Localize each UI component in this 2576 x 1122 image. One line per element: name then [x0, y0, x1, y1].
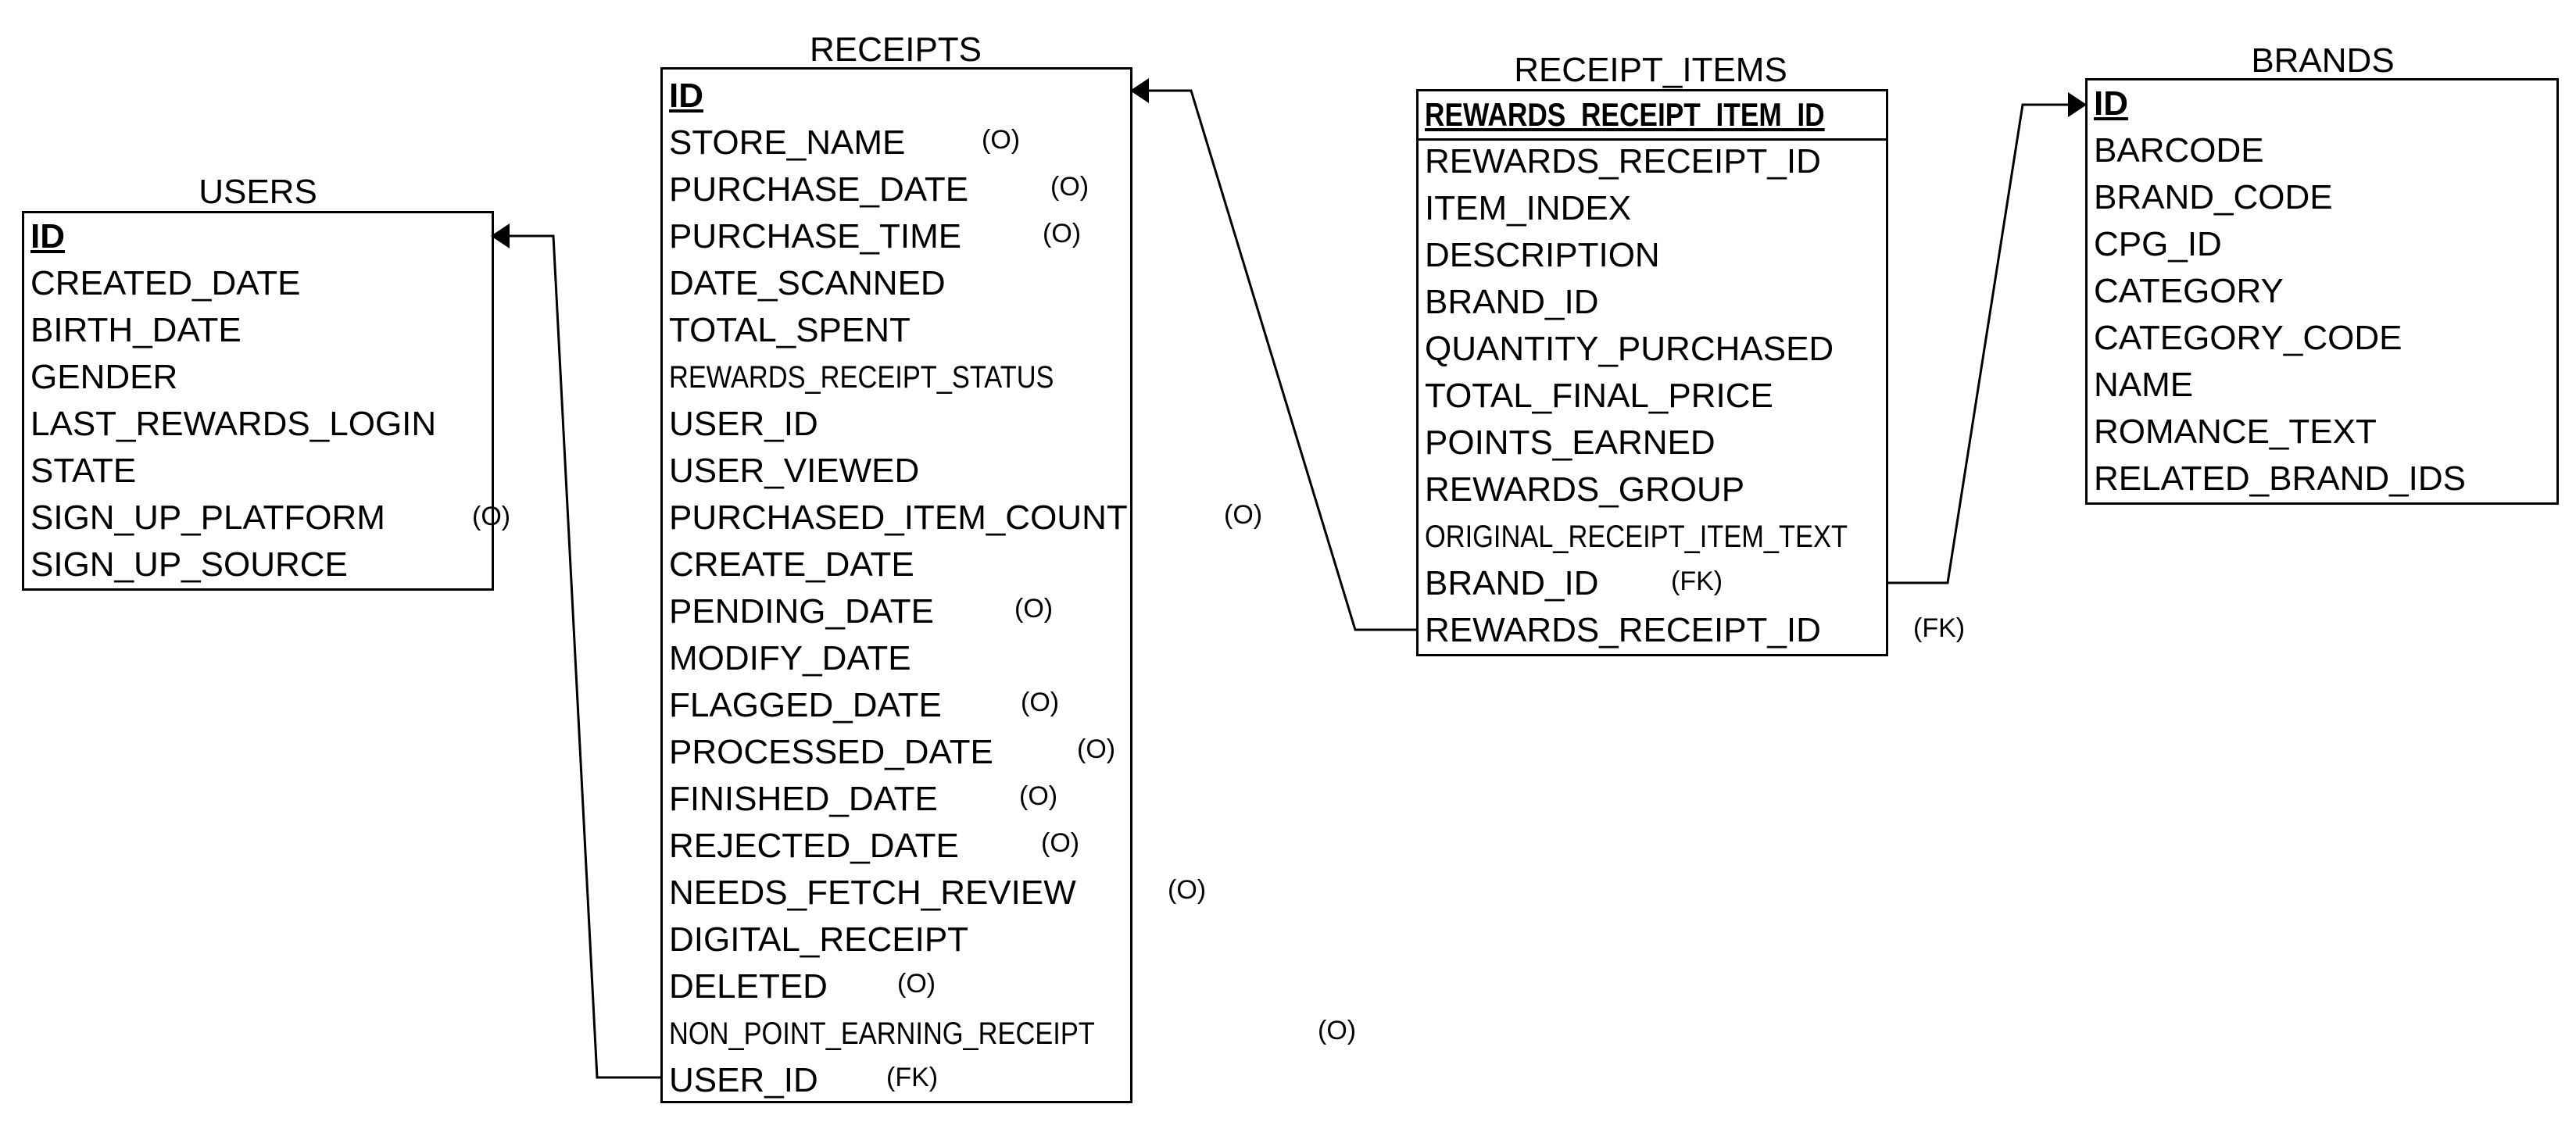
receipts-purchase-date-optional-tag: (O) — [1050, 172, 1089, 202]
receipt-items-col-rewards-receipt-item-id: REWARDS_RECEIPT_ITEM_ID — [1425, 96, 1825, 133]
receipt-items-rewards-receipt-id-fk-tag: (FK) — [1913, 613, 1966, 643]
receipts-non-point-earning-receipt-optional-tag: (O) — [1318, 1016, 1357, 1045]
receipts-flagged-date-optional-tag: (O) — [1021, 688, 1060, 717]
receipts-purchase-time-optional-tag: (O) — [1043, 219, 1082, 248]
receipts-col-store-name: STORE_NAME — [669, 123, 906, 162]
receipts-store-name-optional-tag: (O) — [982, 125, 1021, 155]
receipts-col-purchased-item-count: PURCHASED_ITEM_COUNT — [669, 498, 1128, 537]
receipts-col-modify-date: MODIFY_DATE — [669, 639, 911, 677]
brands-table[interactable]: ID BARCODE BRAND_CODE CPG_ID CATEGORY CA… — [2085, 78, 2559, 505]
receipt-items-col-points-earned: POINTS_EARNED — [1425, 423, 1716, 462]
receipt-items-table-title: RECEIPT_ITEMS — [1514, 51, 1787, 89]
receipts-col-flagged-date: FLAGGED_DATE — [669, 686, 942, 724]
receipts-col-non-point-earning-receipt: NON_POINT_EARNING_RECEIPT — [669, 1017, 1095, 1051]
receipts-table[interactable]: ID STORE_NAME PURCHASE_DATE PURCHASE_TIM… — [660, 67, 1132, 1103]
receipts-col-user-viewed: USER_VIEWED — [669, 452, 920, 490]
brands-col-brand-code: BRAND_CODE — [2094, 178, 2333, 216]
receipts-col-create-date: CREATE_DATE — [669, 545, 914, 584]
arrowhead-users-id — [491, 223, 510, 248]
receipts-col-purchase-time: PURCHASE_TIME — [669, 217, 962, 255]
brands-col-related-brand-ids: RELATED_BRAND_IDS — [2094, 459, 2466, 498]
receipts-deleted-optional-tag: (O) — [897, 969, 936, 999]
brands-col-romance-text: ROMANCE_TEXT — [2094, 413, 2377, 451]
brands-col-category: CATEGORY — [2094, 272, 2284, 310]
receipt-items-col-brand-id: BRAND_ID — [1425, 283, 1599, 321]
receipts-col-total-spent: TOTAL_SPENT — [669, 311, 911, 349]
receipts-col-date-scanned: DATE_SCANNED — [669, 264, 946, 302]
receipts-col-user-id: USER_ID — [669, 405, 818, 443]
receipts-finished-date-optional-tag: (O) — [1019, 781, 1058, 811]
arrowhead-receipts-id — [1130, 78, 1149, 103]
brands-col-barcode: BARCODE — [2094, 131, 2264, 170]
receipts-col-rejected-date: REJECTED_DATE — [669, 827, 959, 865]
receipt-items-col-total-final-price: TOTAL_FINAL_PRICE — [1425, 377, 1773, 415]
receipt-items-col-original-receipt-item-text: ORIGINAL_RECEIPT_ITEM_TEXT — [1425, 520, 1848, 554]
users-col-created-date: CREATED_DATE — [30, 264, 301, 302]
users-col-id: ID — [30, 217, 65, 255]
brands-col-category-code: CATEGORY_CODE — [2094, 319, 2402, 357]
users-col-last-rewards-login: LAST_REWARDS_LOGIN — [30, 405, 437, 443]
receipt-items-header-separator — [1419, 138, 1886, 141]
brands-table-title: BRANDS — [2251, 41, 2395, 80]
connector-receipts-user-id-to-users-id — [496, 234, 660, 1079]
receipts-pending-date-optional-tag: (O) — [1014, 594, 1054, 624]
receipts-table-title: RECEIPTS — [809, 30, 982, 69]
receipts-col-rewards-receipt-status: REWARDS_RECEIPT_STATUS — [669, 360, 1054, 395]
receipts-processed-date-optional-tag: (O) — [1077, 734, 1116, 764]
users-table[interactable]: ID CREATED_DATE BIRTH_DATE GENDER LAST_R… — [22, 211, 494, 591]
users-col-state: STATE — [30, 452, 137, 490]
receipt-items-col-rewards-group: REWARDS_GROUP — [1425, 470, 1745, 509]
receipt-items-col-rewards-receipt-id-fk: REWARDS_RECEIPT_ID — [1425, 611, 1821, 649]
arrowhead-brands-id — [2068, 92, 2087, 117]
receipts-col-finished-date: FINISHED_DATE — [669, 780, 938, 818]
receipts-user-id-fk-tag: (FK) — [886, 1063, 939, 1092]
receipts-col-user-id-fk: USER_ID — [669, 1061, 818, 1099]
receipt-items-col-brand-id-fk: BRAND_ID — [1425, 564, 1599, 602]
users-sign-up-platform-optional-tag: (O) — [472, 502, 511, 531]
receipts-col-pending-date: PENDING_DATE — [669, 592, 935, 631]
users-col-gender: GENDER — [30, 358, 178, 396]
receipts-col-purchase-date: PURCHASE_DATE — [669, 170, 969, 209]
brands-col-cpg-id: CPG_ID — [2094, 225, 2222, 263]
receipt-items-brand-id-fk-tag: (FK) — [1671, 566, 1723, 596]
brands-col-id: ID — [2094, 84, 2128, 123]
users-table-title: USERS — [199, 173, 317, 211]
receipts-col-needs-fetch-review: NEEDS_FETCH_REVIEW — [669, 874, 1076, 912]
connector-receipt-items-rewards-receipt-id-to-receipts-id — [1135, 89, 1416, 631]
receipt-items-col-quantity-purchased: QUANTITY_PURCHASED — [1425, 330, 1834, 368]
receipts-col-id: ID — [669, 77, 703, 115]
receipt-items-table[interactable]: REWARDS_RECEIPT_ITEM_ID REWARDS_RECEIPT_… — [1416, 89, 1888, 656]
users-col-sign-up-source: SIGN_UP_SOURCE — [30, 545, 348, 584]
receipts-col-digital-receipt: DIGITAL_RECEIPT — [669, 920, 969, 959]
brands-col-name: NAME — [2094, 366, 2194, 404]
receipts-col-deleted: DELETED — [669, 967, 828, 1006]
receipts-rejected-date-optional-tag: (O) — [1041, 828, 1080, 858]
connector-receipt-items-brand-id-to-brands-id — [1888, 103, 2087, 584]
users-col-birth-date: BIRTH_DATE — [30, 311, 242, 349]
receipt-items-col-item-index: ITEM_INDEX — [1425, 189, 1632, 227]
receipts-needs-fetch-review-optional-tag: (O) — [1168, 875, 1207, 905]
receipts-purchased-item-count-optional-tag: (O) — [1224, 500, 1263, 530]
receipt-items-col-rewards-receipt-id: REWARDS_RECEIPT_ID — [1425, 142, 1821, 180]
receipts-col-processed-date: PROCESSED_DATE — [669, 733, 993, 771]
receipt-items-col-description: DESCRIPTION — [1425, 236, 1660, 274]
users-col-sign-up-platform: SIGN_UP_PLATFORM — [30, 498, 385, 537]
